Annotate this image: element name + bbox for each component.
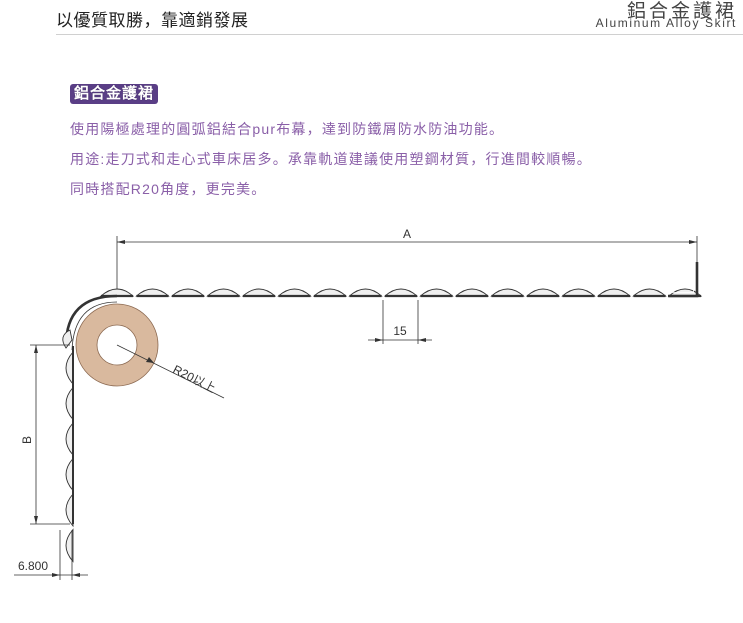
slat — [206, 288, 241, 298]
dimension-a-label: A — [403, 227, 411, 241]
slat — [65, 528, 74, 563]
slat — [135, 288, 170, 298]
dimension-a: A — [116, 227, 698, 290]
description-line-1: 使用陽極處理的圓弧鋁結合pur布幕，達到防鐵屑防水防油功能。 — [70, 121, 505, 137]
slat — [170, 288, 206, 298]
slat — [312, 288, 348, 298]
slat — [419, 288, 454, 298]
company-slogan: 以優質取勝，靠適銷發展 — [56, 11, 249, 30]
slat — [454, 288, 490, 298]
slat — [65, 350, 74, 386]
slat — [596, 288, 632, 298]
section-title: 鋁合金護裙 — [70, 84, 159, 104]
dimension-b: B — [20, 344, 70, 525]
page-title: 鋁合金護裙 — [626, 1, 737, 22]
slat — [561, 288, 596, 298]
description-line-3: 同時搭配R20角度，更完美。 — [70, 181, 267, 197]
dimension-thickness-label: 6.800 — [18, 559, 48, 573]
page-subtitle: Aluminum Alloy Skirt — [595, 16, 737, 30]
dimension-pitch-label: 15 — [393, 324, 407, 338]
dimension-radius-label: R20以上 — [171, 362, 218, 395]
slat — [241, 288, 277, 298]
slat — [348, 288, 383, 298]
header-divider — [56, 34, 743, 35]
description-line-2: 用途:走刀式和走心式車床居多。承靠軌道建議使用塑鋼材質，行進間較順暢。 — [70, 151, 592, 167]
horizontal-slats — [99, 288, 703, 298]
slat — [65, 386, 74, 421]
slat — [62, 329, 73, 349]
slat — [383, 288, 419, 298]
slat — [490, 288, 525, 298]
slat — [65, 457, 74, 492]
slat — [277, 288, 312, 298]
header: 以優質取勝，靠適銷發展 鋁合金護裙 Aluminum Alloy Skirt — [0, 0, 743, 36]
slat — [65, 492, 74, 528]
end-bracket — [668, 262, 699, 298]
vertical-slats — [62, 329, 74, 563]
dimension-b-label: B — [20, 436, 34, 444]
dimension-thickness: 6.800 — [14, 530, 88, 580]
slat — [632, 288, 667, 298]
dimension-pitch: 15 — [368, 300, 432, 344]
slat — [525, 288, 561, 298]
slat — [65, 421, 74, 457]
